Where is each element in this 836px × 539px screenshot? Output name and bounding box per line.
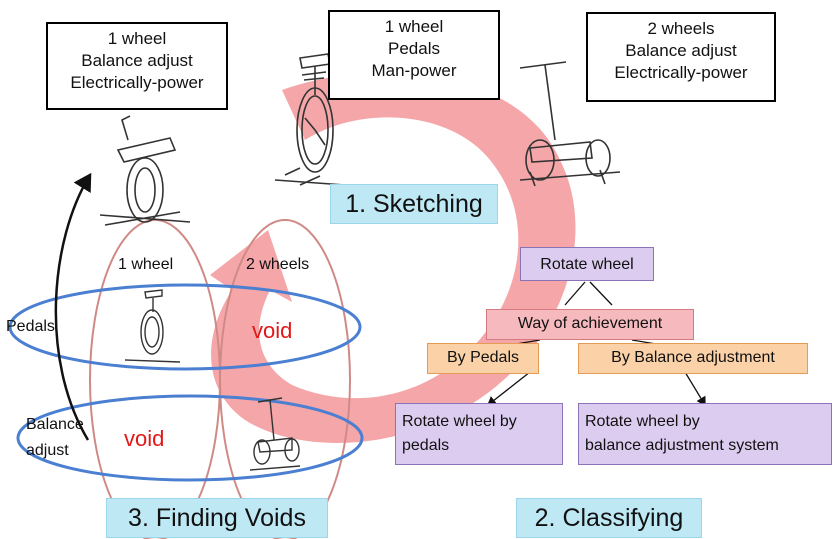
box-line: Electrically-power	[70, 73, 204, 92]
row-ellipse-balance	[16, 394, 364, 482]
column-ellipse-2-wheels	[219, 219, 351, 539]
tree-by-balance: By Balance adjustment	[578, 343, 808, 374]
link-arrow	[54, 172, 92, 441]
void-label-1-wheel-balance: void	[124, 426, 165, 451]
matrix-row-balance-2: adjust	[26, 442, 69, 459]
box-line: Balance adjust	[625, 41, 737, 60]
electric-unicycle-sketch	[99, 115, 191, 226]
box-line: 1 wheel	[384, 17, 444, 36]
row-ellipse-pedals	[8, 283, 362, 371]
void-label-2-wheels-pedals: void	[252, 318, 293, 343]
matrix-row-pedals: Pedals	[6, 318, 55, 335]
tree-leaf-pedals: Rotate wheel by pedals	[395, 403, 563, 465]
step-finding-voids: 3. Finding Voids	[106, 498, 328, 538]
pedal-unicycle-box: 1 wheel Pedals Man-power	[328, 10, 500, 100]
step-classifying: 2. Classifying	[516, 498, 702, 538]
matrix-col-2-wheels: 2 wheels	[246, 256, 310, 273]
box-line: Pedals	[388, 39, 440, 58]
tree-leaf-balance: Rotate wheel by balance adjustment syste…	[578, 403, 832, 465]
matrix-row-balance-1: Balance	[26, 416, 84, 433]
box-line: Man-power	[371, 61, 457, 80]
leaf-line: Rotate wheel by	[402, 413, 517, 430]
leaf-line: Rotate wheel by	[585, 413, 700, 430]
tree-way-of-achievement: Way of achievement	[486, 309, 694, 340]
box-line: 1 wheel	[107, 29, 167, 48]
segway-box: 2 wheels Balance adjust Electrically-pow…	[586, 12, 776, 102]
leaf-line: balance adjustment system	[585, 437, 779, 454]
small-unicycle-sketch	[124, 289, 181, 363]
leaf-line: pedals	[402, 437, 450, 454]
pedal-unicycle-sketch	[274, 53, 346, 186]
tree-by-pedals: By Pedals	[427, 343, 539, 374]
small-segway-sketch	[249, 397, 301, 471]
box-line: 2 wheels	[647, 19, 715, 38]
box-line: Electrically-power	[614, 63, 748, 82]
electric-unicycle-box: 1 wheel Balance adjust Electrically-powe…	[46, 22, 228, 110]
tree-root: Rotate wheel	[520, 247, 654, 281]
step-sketching: 1. Sketching	[330, 184, 498, 224]
box-line: Balance adjust	[81, 51, 193, 70]
matrix-col-1-wheel: 1 wheel	[118, 256, 174, 273]
segway-sketch	[519, 61, 621, 187]
